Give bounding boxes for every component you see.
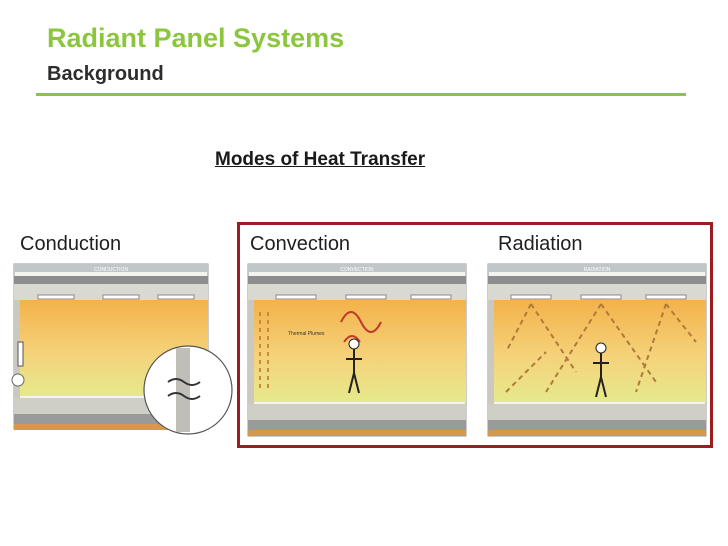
page-title: Radiant Panel Systems (47, 23, 345, 53)
ceiling-panel-icon (37, 294, 75, 300)
ceiling-panel-icon (157, 294, 195, 300)
title-divider (36, 93, 686, 96)
radiation-banner: RADIATION (584, 267, 611, 273)
ceiling-panel-icon (345, 294, 387, 300)
ceiling-panel-icon (580, 294, 622, 300)
ceiling-panel-icon (102, 294, 140, 300)
ceiling-panel-icon (410, 294, 452, 300)
ceiling-panel-icon (645, 294, 687, 300)
page-subtitle: Background (47, 63, 164, 85)
thermal-plume-icon (259, 312, 269, 392)
radiation-illustration: RADIATION (487, 263, 707, 437)
convection-illustration: CONVECTION Thermal Plumes (247, 263, 467, 437)
section-heading: Modes of Heat Transfer (215, 149, 426, 170)
conduction-illustration: CONDUCTION (11, 263, 233, 435)
radiation-label: Radiation (498, 233, 583, 255)
conduction-label: Conduction (20, 233, 122, 255)
convection-label: Convection (250, 233, 351, 255)
ceiling-panel-icon (510, 294, 552, 300)
conduction-banner: CONDUCTION (94, 267, 128, 273)
radiant-highlight-frame (237, 222, 713, 448)
convection-annotation: Thermal Plumes (288, 331, 325, 337)
convection-banner: CONVECTION (340, 267, 374, 273)
ceiling-panel-icon (275, 294, 317, 300)
